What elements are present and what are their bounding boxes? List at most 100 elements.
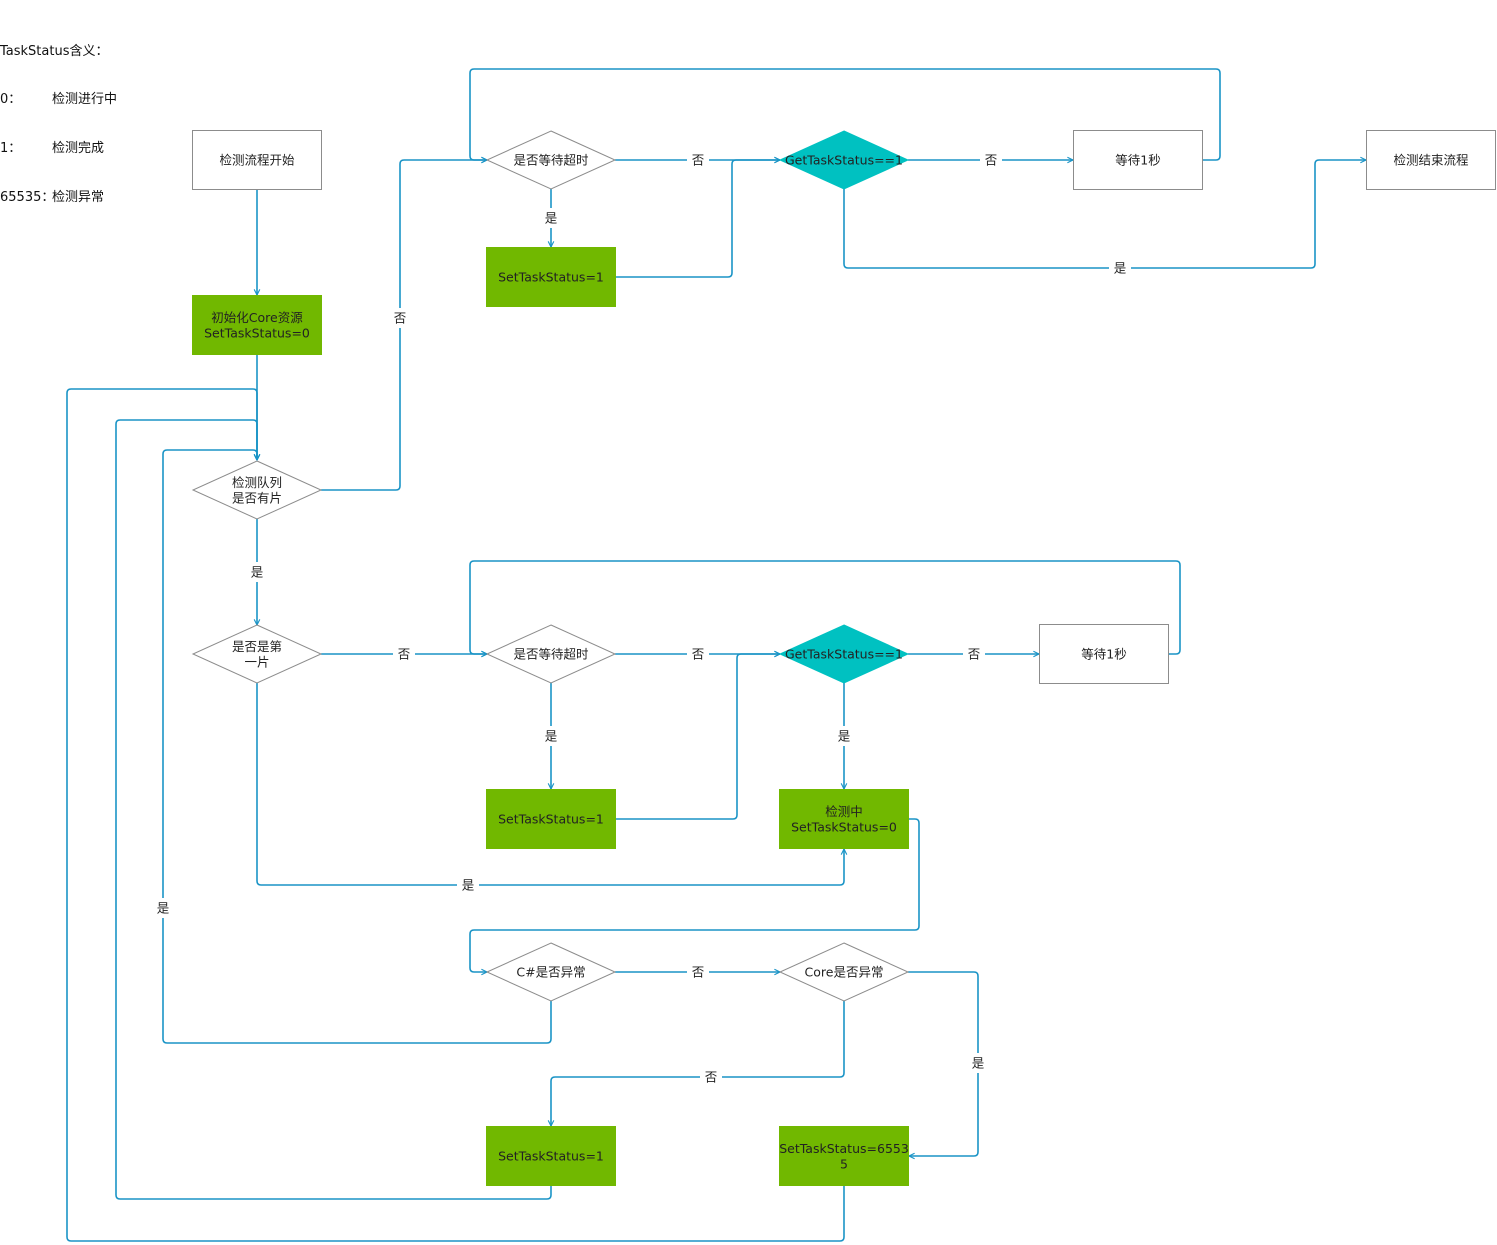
flow-edge bbox=[66, 388, 845, 1242]
edge-label-core-no: 否 bbox=[700, 1067, 722, 1087]
node-label: GetTaskStatus==1 bbox=[785, 153, 903, 168]
node-label: 等待1秒 bbox=[1115, 153, 1160, 168]
edge-label-text: 是 bbox=[251, 565, 264, 580]
legend-item-1: 1： 检测完成 bbox=[0, 141, 117, 157]
node-mid-set1: SetTaskStatus=1 bbox=[486, 789, 616, 849]
edge-label-text: 是 bbox=[545, 729, 558, 744]
node-top-wait: 等待1秒 bbox=[1073, 130, 1203, 190]
node-label: SetTaskStatus=0 bbox=[204, 325, 310, 340]
edge-label-bg bbox=[967, 1053, 989, 1073]
flow-edge bbox=[616, 160, 780, 278]
node-top-set1: SetTaskStatus=1 bbox=[486, 247, 616, 307]
edge-label-text: 是 bbox=[972, 1056, 985, 1071]
node-label: SetTaskStatus=1 bbox=[498, 1149, 604, 1164]
node-mid-get: GetTaskStatus==1 bbox=[778, 624, 910, 684]
process-box bbox=[192, 295, 322, 355]
flow-edge bbox=[843, 160, 1366, 269]
edge-label-mid-get-yes: 是 bbox=[833, 726, 855, 746]
decision-diamond bbox=[485, 624, 617, 684]
edge-label-bg bbox=[687, 644, 709, 664]
flow-edge bbox=[616, 654, 780, 820]
legend-item-0: 0： 检测进行中 bbox=[0, 92, 117, 108]
edge-label-mid-get-no: 否 bbox=[963, 644, 985, 664]
edge-label-bg bbox=[246, 562, 268, 582]
edge-label-text: 是 bbox=[462, 878, 475, 893]
edge-label-bg bbox=[457, 875, 479, 895]
edge-label-text: 否 bbox=[985, 153, 998, 168]
process-box bbox=[486, 247, 616, 307]
decision-diamond bbox=[191, 624, 323, 684]
legend-meaning: 检测完成 bbox=[52, 141, 105, 157]
process-box bbox=[1073, 130, 1203, 190]
edge-label-first-no: 否 bbox=[393, 644, 415, 664]
decision-diamond bbox=[485, 130, 617, 190]
node-label: 5 bbox=[840, 1156, 848, 1171]
node-label: 是否等待超时 bbox=[513, 153, 589, 168]
edge-label-text: 是 bbox=[838, 729, 851, 744]
process-box bbox=[779, 1126, 909, 1186]
edge-label-bg bbox=[1109, 258, 1131, 278]
edge-label-text: 是 bbox=[157, 901, 170, 916]
process-box bbox=[1039, 624, 1169, 684]
process-box bbox=[192, 130, 322, 190]
node-label: 是否等待超时 bbox=[513, 647, 589, 662]
edge-label-queue-no: 否 bbox=[389, 308, 411, 328]
flow-edge bbox=[469, 560, 1181, 654]
edge-label-top-get-yes: 是 bbox=[1109, 258, 1131, 278]
edge-label-bg bbox=[963, 644, 985, 664]
flow-edge bbox=[469, 68, 1221, 160]
node-mid-wait: 等待1秒 bbox=[1039, 624, 1169, 684]
node-label: Core是否异常 bbox=[805, 965, 884, 980]
legend-meaning: 检测异常 bbox=[52, 190, 105, 206]
node-label: 检测队列 bbox=[232, 475, 282, 490]
edge-label-bg bbox=[540, 208, 562, 228]
decision-diamond bbox=[191, 460, 323, 520]
node-mid-timeout: 是否等待超时 bbox=[485, 624, 617, 684]
flow-edge bbox=[551, 1001, 845, 1126]
node-label: SetTaskStatus=0 bbox=[791, 819, 897, 834]
node-label: 是否是第 bbox=[232, 639, 282, 654]
node-cs-error: C#是否异常 bbox=[485, 942, 617, 1002]
node-label: 检测中 bbox=[825, 804, 863, 819]
flow-edge bbox=[162, 449, 552, 1044]
node-label: 等待1秒 bbox=[1081, 647, 1126, 662]
edge-label-top-timeout-no: 否 bbox=[687, 150, 709, 170]
node-top-timeout: 是否等待超时 bbox=[485, 130, 617, 190]
decision-diamond bbox=[485, 942, 617, 1002]
node-start: 检测流程开始 bbox=[192, 130, 322, 190]
flow-edge bbox=[469, 818, 920, 972]
edge-label-text: 否 bbox=[394, 311, 407, 326]
legend-title: TaskStatus含义： bbox=[0, 43, 109, 59]
node-label: SetTaskStatus=1 bbox=[498, 270, 604, 285]
edge-label-bg bbox=[389, 308, 411, 328]
edge-label-top-get-no: 否 bbox=[980, 150, 1002, 170]
node-top-get: GetTaskStatus==1 bbox=[778, 130, 910, 190]
legend-item-2: 65535：检测异常 bbox=[0, 190, 117, 206]
legend-code: 1： bbox=[0, 141, 22, 157]
legend-code: 0： bbox=[0, 92, 22, 108]
edge-label-queue-yes: 是 bbox=[246, 562, 268, 582]
node-label: 检测结束流程 bbox=[1393, 153, 1469, 168]
edge-label-bg bbox=[393, 644, 415, 664]
node-end: 检测结束流程 bbox=[1366, 130, 1496, 190]
edge-label-text: 否 bbox=[398, 647, 411, 662]
node-label: C#是否异常 bbox=[516, 965, 585, 980]
flow-edge bbox=[115, 419, 552, 1200]
node-bot-set65535: SetTaskStatus=65535 bbox=[779, 1126, 909, 1186]
edge-label-bg bbox=[687, 150, 709, 170]
legend-meaning: 检测进行中 bbox=[52, 92, 118, 108]
edge-label-first-yes: 是 bbox=[457, 875, 479, 895]
edge-label-bg bbox=[687, 962, 709, 982]
edge-label-top-timeout-yes: 是 bbox=[540, 208, 562, 228]
edge-label-mid-timeout-yes: 是 bbox=[540, 726, 562, 746]
node-label: 初始化Core资源 bbox=[211, 310, 303, 325]
edge-label-text: 否 bbox=[692, 965, 705, 980]
edge-label-bg bbox=[152, 898, 174, 918]
edge-label-text: 是 bbox=[545, 211, 558, 226]
node-label: 检测流程开始 bbox=[219, 153, 295, 168]
edge-label-mid-timeout-no: 否 bbox=[687, 644, 709, 664]
edge-label-text: 是 bbox=[1114, 261, 1127, 276]
edge-label-text: 否 bbox=[692, 647, 705, 662]
